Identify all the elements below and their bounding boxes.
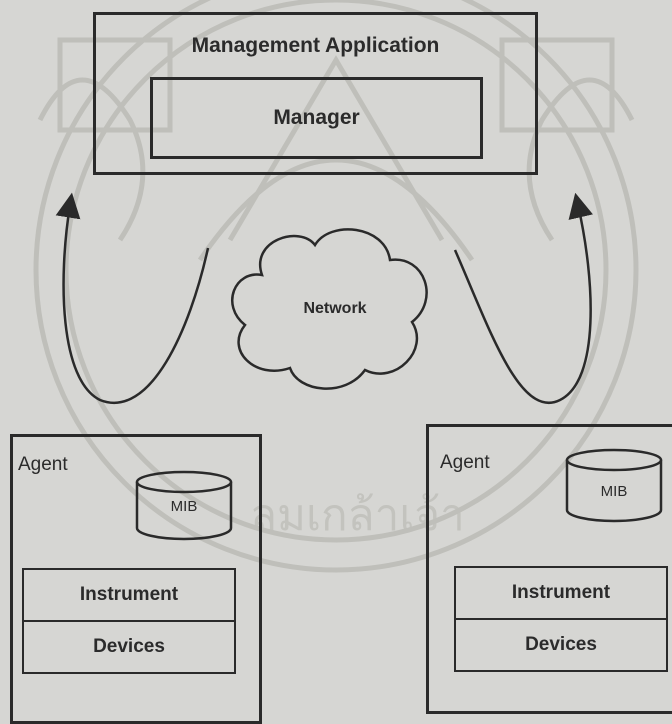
manager-label: Manager [273,106,360,129]
manager-box [150,77,483,159]
database-icon [135,470,233,541]
management-application-label: Management Application [191,34,440,57]
agent-label-right: Agent [440,452,490,473]
network-label: Network [303,300,367,317]
svg-text:ลมเกล้าเจ้า: ลมเกล้าเจ้า [250,490,465,541]
left-curved-arrow [55,192,210,404]
network-cloud [231,228,428,390]
instrument-box-left: Instrument [22,568,236,622]
right-curved-arrow [453,192,593,404]
instrument-box-right: Instrument [454,566,668,620]
management-application-box [93,12,538,175]
mib-label-left: MIB [170,498,198,515]
agent-box-right [426,424,672,714]
devices-box-left: Devices [22,620,236,674]
mib-label-right: MIB [600,483,628,500]
devices-box-right: Devices [454,618,668,672]
agent-label-left: Agent [18,454,68,475]
database-icon [565,448,663,523]
